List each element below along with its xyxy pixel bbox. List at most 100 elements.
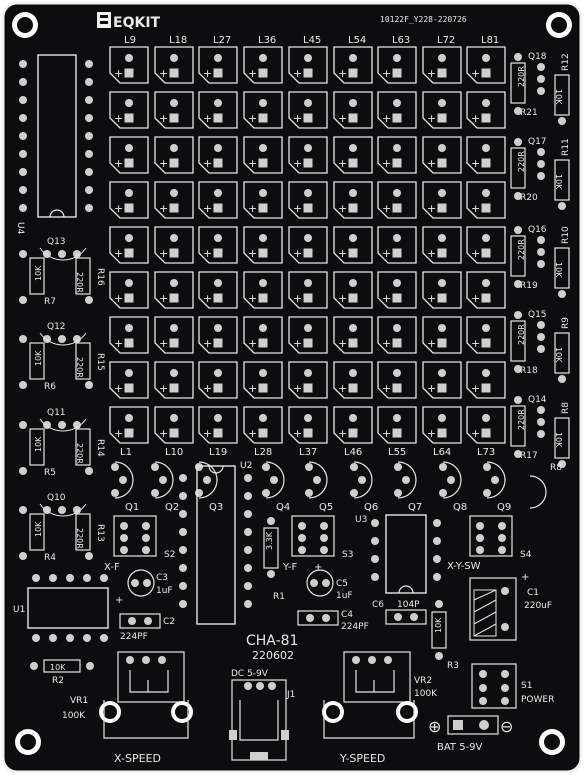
pad	[350, 463, 358, 471]
c2-capacitor: C2 224PF	[119, 613, 175, 642]
c5-value: 1uF	[336, 591, 353, 601]
j1-dc-jack: DC 5-9V J1	[229, 669, 295, 761]
pad	[66, 634, 74, 642]
led-outline	[109, 46, 149, 84]
led-plus: +	[338, 292, 347, 305]
led-footprint: +	[333, 136, 373, 174]
resistor-outline	[510, 235, 526, 277]
pad	[244, 600, 252, 608]
pad	[19, 78, 27, 86]
right-outer-resistor-label: R9	[561, 317, 571, 329]
pad	[32, 574, 40, 582]
pad	[85, 467, 93, 475]
pad	[213, 428, 223, 438]
pad	[392, 158, 402, 168]
right-resistor-value: 220R	[517, 239, 526, 260]
pad	[303, 383, 313, 393]
pad	[537, 148, 545, 156]
led-footprint: +	[466, 361, 506, 399]
pad	[537, 321, 545, 329]
led-column-label-l72: L72	[437, 35, 455, 46]
pad	[258, 113, 268, 123]
pad	[142, 522, 150, 530]
led-footprint: +	[198, 316, 238, 354]
led-plus: +	[248, 382, 257, 395]
left-resistor-label: R6	[44, 382, 56, 392]
transistor-outline	[39, 247, 87, 261]
s2-label: S2	[164, 550, 175, 560]
pad	[85, 204, 93, 212]
led-footprint: +	[198, 136, 238, 174]
pad	[214, 414, 222, 422]
pad	[392, 428, 402, 438]
pad	[558, 202, 566, 210]
led-bottom-label-l46: L46	[344, 447, 362, 458]
pad	[476, 534, 484, 542]
pad	[491, 476, 499, 484]
pad	[170, 54, 178, 62]
pad	[244, 582, 252, 590]
left-resistor-value: 220R	[75, 357, 84, 378]
s2-footprint	[113, 515, 157, 557]
pad	[393, 369, 401, 377]
pad	[433, 519, 441, 527]
pad	[258, 203, 268, 213]
pad	[393, 144, 401, 152]
left-resistor-label: R4	[44, 553, 56, 563]
pad	[537, 75, 545, 83]
u1-pins	[32, 574, 108, 642]
led-plus: +	[427, 112, 436, 125]
led-outline	[288, 271, 328, 309]
led-outline	[333, 361, 373, 399]
pad	[437, 338, 447, 348]
pad	[481, 203, 491, 213]
led-plus: +	[159, 427, 168, 440]
pad	[58, 421, 66, 429]
model-name: CHA-81	[246, 633, 298, 649]
u3-ic: U3	[355, 514, 427, 594]
led-outline	[154, 91, 194, 129]
switch-outline	[469, 515, 513, 557]
transistor-outline	[265, 461, 285, 499]
pad	[214, 234, 222, 242]
pad	[320, 546, 328, 554]
pad	[481, 158, 491, 168]
pad	[305, 463, 313, 471]
led-plus: +	[114, 157, 123, 170]
s3-footprint	[291, 515, 335, 557]
pad	[481, 428, 491, 438]
led-outline	[288, 46, 328, 84]
pad	[169, 293, 179, 303]
pad	[437, 158, 447, 168]
pad	[439, 463, 447, 471]
pad	[73, 250, 81, 258]
pad	[304, 54, 312, 62]
r2-resistor: 10K R2	[30, 659, 94, 686]
led-footprint: +	[198, 91, 238, 129]
c4-capacitor: C4 224PF	[297, 610, 369, 632]
led-footprint: +	[109, 46, 149, 84]
pad	[348, 248, 358, 258]
pad	[58, 335, 66, 343]
led-plus: +	[159, 292, 168, 305]
led-outline	[288, 181, 328, 219]
pad	[244, 564, 252, 572]
s4-footprint	[469, 515, 513, 557]
transistor-outline	[353, 461, 373, 499]
right-resistor-value: 10K	[554, 174, 563, 190]
led-bottom-label-l37: L37	[299, 447, 317, 458]
u4-pins	[19, 60, 93, 212]
pad	[537, 430, 545, 438]
led-plus: +	[471, 247, 480, 260]
pad	[304, 234, 312, 242]
switch-outline	[113, 515, 157, 557]
pad	[19, 250, 27, 258]
led-outline	[154, 226, 194, 264]
pad	[213, 158, 223, 168]
pad	[348, 383, 358, 393]
pad	[348, 428, 358, 438]
left-resistor-value: 10K	[34, 265, 43, 281]
resistor-outline	[75, 257, 91, 295]
pad	[125, 279, 133, 287]
led-outline	[154, 316, 194, 354]
